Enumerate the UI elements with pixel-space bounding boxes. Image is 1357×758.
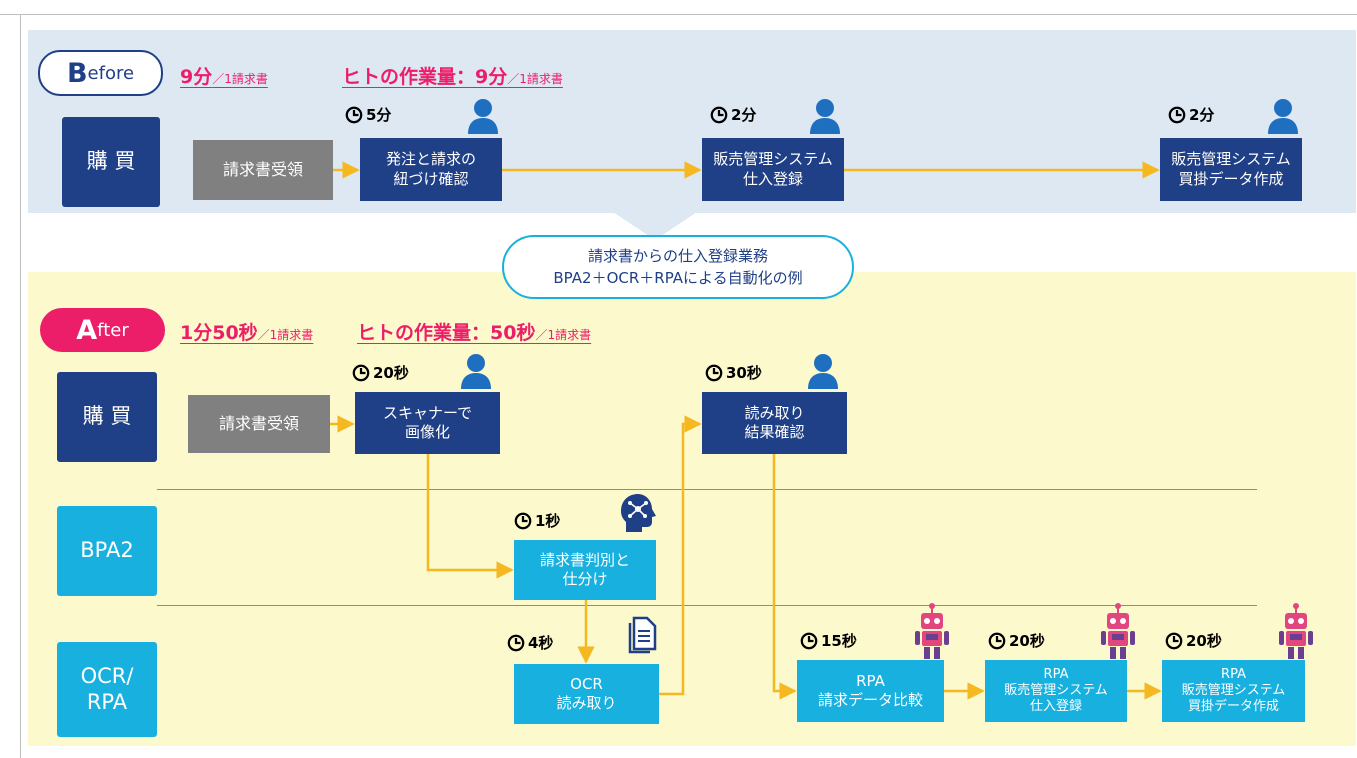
before-human-value: ヒトの作業量：9分 bbox=[342, 66, 508, 88]
clock-icon bbox=[345, 106, 363, 123]
after-lane-purchasing: 購 買 bbox=[57, 372, 157, 462]
before-timer-3: 2分 bbox=[1168, 104, 1214, 125]
before-step-match-order: 発注と請求の 紐づけ確認 bbox=[360, 138, 502, 201]
scenario-callout: 請求書からの仕入登録業務 BPA2＋OCR＋RPAによる自動化の例 bbox=[502, 235, 854, 299]
before-human-workload: ヒトの作業量：9分／1請求書 bbox=[342, 62, 563, 89]
frame-left-line bbox=[20, 14, 21, 758]
after-timer-rpa-payable: 20秒 bbox=[1165, 630, 1222, 651]
person-icon bbox=[461, 354, 491, 389]
after-arrow-verify-compare bbox=[772, 454, 797, 700]
before-timer-1-value: 5分 bbox=[366, 106, 392, 124]
before-step-payable-data: 販売管理システム 買掛データ作成 bbox=[1160, 138, 1302, 201]
clock-icon bbox=[1168, 106, 1186, 123]
after-arrow-scan-classify bbox=[426, 454, 514, 579]
clock-icon bbox=[710, 106, 728, 123]
clock-icon bbox=[1165, 632, 1183, 649]
before-human-unit: ／1請求書 bbox=[507, 72, 563, 86]
after-arrow-ocr-verify bbox=[659, 415, 702, 696]
clock-icon bbox=[507, 634, 525, 651]
before-badge-rest: efore bbox=[87, 62, 135, 84]
ai-head-icon bbox=[621, 494, 656, 532]
before-step-purchase-register: 販売管理システム 仕入登録 bbox=[702, 138, 844, 201]
before-total-time: 9分／1請求書 bbox=[180, 62, 268, 89]
after-band bbox=[28, 272, 1356, 746]
before-step-receive-invoice: 請求書受領 bbox=[193, 140, 333, 200]
lane-divider-1 bbox=[157, 489, 1257, 490]
callout-line-1: 請求書からの仕入登録業務 bbox=[587, 246, 768, 265]
robot-icon bbox=[1279, 603, 1313, 659]
after-human-value: ヒトの作業量：50秒 bbox=[357, 322, 536, 344]
before-total-unit: ／1請求書 bbox=[212, 72, 268, 86]
clock-icon bbox=[352, 364, 370, 381]
clock-icon bbox=[800, 632, 818, 649]
frame-top-line bbox=[0, 14, 1357, 15]
after-step-rpa-purchase-register: RPA 販売管理システム 仕入登録 bbox=[985, 660, 1127, 722]
robot-icon bbox=[1101, 603, 1135, 659]
after-timer-ocr: 4秒 bbox=[507, 632, 553, 653]
after-step-rpa-payable-data: RPA 販売管理システム 買掛データ作成 bbox=[1162, 660, 1305, 722]
after-total-unit: ／1請求書 bbox=[257, 328, 314, 342]
after-step-receive-invoice: 請求書受領 bbox=[188, 395, 330, 453]
after-timer-classify-value: 1秒 bbox=[535, 512, 561, 530]
before-badge-letter: B bbox=[66, 57, 88, 89]
after-timer-classify: 1秒 bbox=[514, 510, 560, 531]
clock-icon bbox=[514, 512, 532, 529]
after-timer-verify: 30秒 bbox=[705, 362, 762, 383]
before-lane-purchasing: 購 買 bbox=[62, 117, 160, 207]
before-timer-2-value: 2分 bbox=[731, 106, 757, 124]
after-timer-rpa-register-value: 20秒 bbox=[1009, 632, 1045, 650]
before-total-value: 9分 bbox=[180, 66, 213, 88]
before-timer-1: 5分 bbox=[345, 104, 391, 125]
after-timer-rpa-compare-value: 15秒 bbox=[821, 632, 857, 650]
after-step-rpa-compare: RPA 請求データ比較 bbox=[797, 660, 944, 722]
clock-icon bbox=[705, 364, 723, 381]
after-human-unit: ／1請求書 bbox=[535, 328, 592, 342]
after-timer-rpa-compare: 15秒 bbox=[800, 630, 857, 651]
robot-icon bbox=[915, 603, 949, 659]
before-timer-3-value: 2分 bbox=[1189, 106, 1215, 124]
after-total-value: 1分50秒 bbox=[180, 322, 258, 344]
after-timer-verify-value: 30秒 bbox=[726, 364, 762, 382]
person-icon bbox=[1268, 99, 1298, 134]
after-timer-rpa-payable-value: 20秒 bbox=[1186, 632, 1222, 650]
after-lane-bpa2: BPA2 bbox=[57, 506, 157, 596]
after-timer-scan: 20秒 bbox=[352, 362, 409, 383]
before-timer-2: 2分 bbox=[710, 104, 756, 125]
after-step-scan-image: スキャナーで 画像化 bbox=[355, 392, 500, 454]
after-step-verify-result: 読み取り 結果確認 bbox=[702, 392, 847, 454]
person-icon bbox=[808, 354, 838, 389]
callout-line-2: BPA2＋OCR＋RPAによる自動化の例 bbox=[553, 269, 803, 287]
after-timer-ocr-value: 4秒 bbox=[528, 634, 554, 652]
after-timer-scan-value: 20秒 bbox=[373, 364, 409, 382]
person-icon bbox=[810, 99, 840, 134]
after-badge-rest: fter bbox=[97, 319, 129, 341]
after-human-workload: ヒトの作業量：50秒／1請求書 bbox=[357, 318, 591, 345]
after-step-classify-invoice: 請求書判別と 仕分け bbox=[514, 540, 656, 600]
after-step-ocr-read: OCR 読み取り bbox=[514, 664, 659, 724]
after-lane-ocr-rpa: OCR/ RPA bbox=[57, 642, 157, 737]
person-icon bbox=[468, 99, 498, 134]
lane-divider-2 bbox=[157, 605, 1257, 606]
after-total-time: 1分50秒／1請求書 bbox=[180, 318, 313, 345]
clock-icon bbox=[988, 632, 1006, 649]
after-badge-letter: A bbox=[76, 314, 98, 346]
document-icon bbox=[628, 616, 657, 654]
after-timer-rpa-register: 20秒 bbox=[988, 630, 1045, 651]
